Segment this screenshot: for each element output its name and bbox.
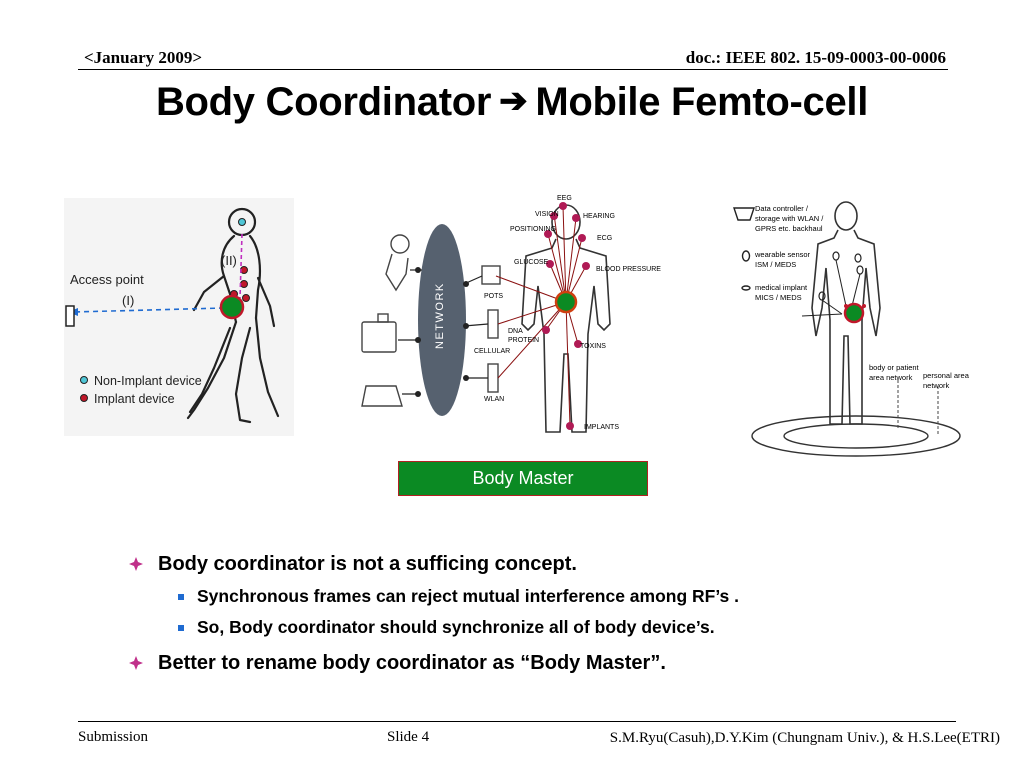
bullet-text: Better to rename body coordinator as “Bo… bbox=[158, 652, 666, 674]
figure-standing-person bbox=[730, 196, 980, 460]
device-label-pots: POTS bbox=[484, 293, 504, 300]
diamond-bullet-icon bbox=[129, 656, 143, 670]
title-left: Body Coordinator bbox=[155, 80, 492, 124]
footer-submission: Submission bbox=[78, 729, 149, 745]
medical-implant-line-1: medical implant bbox=[755, 283, 808, 292]
sensor-label-hearing: HEARING bbox=[583, 213, 615, 220]
sensor-label-eeg: EEG bbox=[557, 195, 572, 202]
footer-authors: S.M.Ryu(Casuh),D.Y.Kim (Chungnam Univ.),… bbox=[609, 730, 1000, 746]
label-path-one: (I) bbox=[122, 293, 135, 308]
sub-bullet-item: Synchronous frames can reject mutual int… bbox=[128, 586, 988, 607]
wearable-sensor-line-1: wearable sensor bbox=[755, 250, 811, 259]
sub-bullet-text: Synchronous frames can reject mutual int… bbox=[197, 586, 740, 606]
bullet-item: Body coordinator is not a sufficing conc… bbox=[128, 553, 988, 576]
page-title: Body Coordinator➔Mobile Femto-cell bbox=[0, 80, 1024, 125]
personal-network-line-2: network bbox=[923, 381, 950, 390]
body-network-line-1: body or patient bbox=[869, 363, 919, 372]
wearable-sensor-line-2: ISM / MEDS bbox=[755, 260, 797, 269]
figure-walking-person bbox=[64, 198, 294, 436]
bullet-item: Better to rename body coordinator as “Bo… bbox=[128, 652, 988, 675]
diamond-bullet-icon bbox=[129, 557, 143, 571]
personal-network-line-1: personal area bbox=[923, 371, 969, 380]
legend-implant: Implant device bbox=[94, 392, 175, 406]
sub-bullet-text: So, Body coordinator should synchronize … bbox=[197, 617, 715, 637]
header-divider bbox=[78, 69, 948, 70]
figure-body-network bbox=[356, 194, 656, 442]
square-bullet-icon bbox=[178, 625, 184, 631]
sensor-label-vision: VISION bbox=[535, 211, 559, 218]
sensor-label-glucose: GLUCOSE bbox=[514, 259, 549, 266]
legend-non-implant: Non-Implant device bbox=[94, 374, 202, 388]
body-network-line-2: area network bbox=[869, 373, 913, 382]
sensor-label-dna: DNA PROTEIN bbox=[508, 328, 540, 344]
footer-divider bbox=[78, 721, 956, 722]
label-path-two: (II) bbox=[221, 253, 237, 268]
right-arrow-icon: ➔ bbox=[499, 82, 528, 120]
footer-slide-number: Slide 4 bbox=[387, 729, 430, 745]
device-label-wlan: WLAN bbox=[484, 396, 505, 403]
body-master-label: Body Master bbox=[398, 461, 648, 496]
label-body-area-network: body or patient area network bbox=[869, 363, 919, 383]
legend-medical-implant: medical implant MICS / MEDS bbox=[755, 283, 807, 303]
sub-bullet-item: So, Body coordinator should synchronize … bbox=[128, 617, 988, 638]
device-label-cellular: CELLULAR bbox=[474, 348, 511, 355]
data-controller-line-3: GPRS etc. backhaul bbox=[755, 224, 823, 233]
header-date: <January 2009> bbox=[84, 48, 203, 67]
bullet-list: Body coordinator is not a sufficing conc… bbox=[128, 553, 988, 685]
legend-wearable-sensor: wearable sensor ISM / MEDS bbox=[755, 250, 810, 270]
sensor-label-toxins: TOXINS bbox=[580, 343, 606, 350]
sensor-label-implants: IMPLANTS bbox=[584, 424, 620, 431]
bullet-text: Body coordinator is not a sufficing conc… bbox=[158, 553, 577, 575]
square-bullet-icon bbox=[178, 594, 184, 600]
label-personal-area-network: personal area network bbox=[923, 371, 969, 391]
sensor-label-ecg: ECG bbox=[597, 235, 613, 242]
data-controller-line-2: storage with WLAN / bbox=[755, 214, 824, 223]
sensor-label-positioning: POSITIONING bbox=[510, 226, 556, 233]
sensor-label-blood-pressure: BLOOD PRESSURE bbox=[596, 266, 661, 273]
header-doc-id: doc.: IEEE 802. 15-09-0003-00-0006 bbox=[685, 48, 946, 67]
title-right: Mobile Femto-cell bbox=[535, 80, 869, 124]
network-label: NETWORK bbox=[434, 282, 446, 349]
legend-data-controller: Data controller / storage with WLAN / GP… bbox=[755, 204, 823, 234]
label-access-point: Access point bbox=[70, 272, 144, 287]
data-controller-line-1: Data controller / bbox=[755, 204, 808, 213]
medical-implant-line-2: MICS / MEDS bbox=[755, 293, 802, 302]
